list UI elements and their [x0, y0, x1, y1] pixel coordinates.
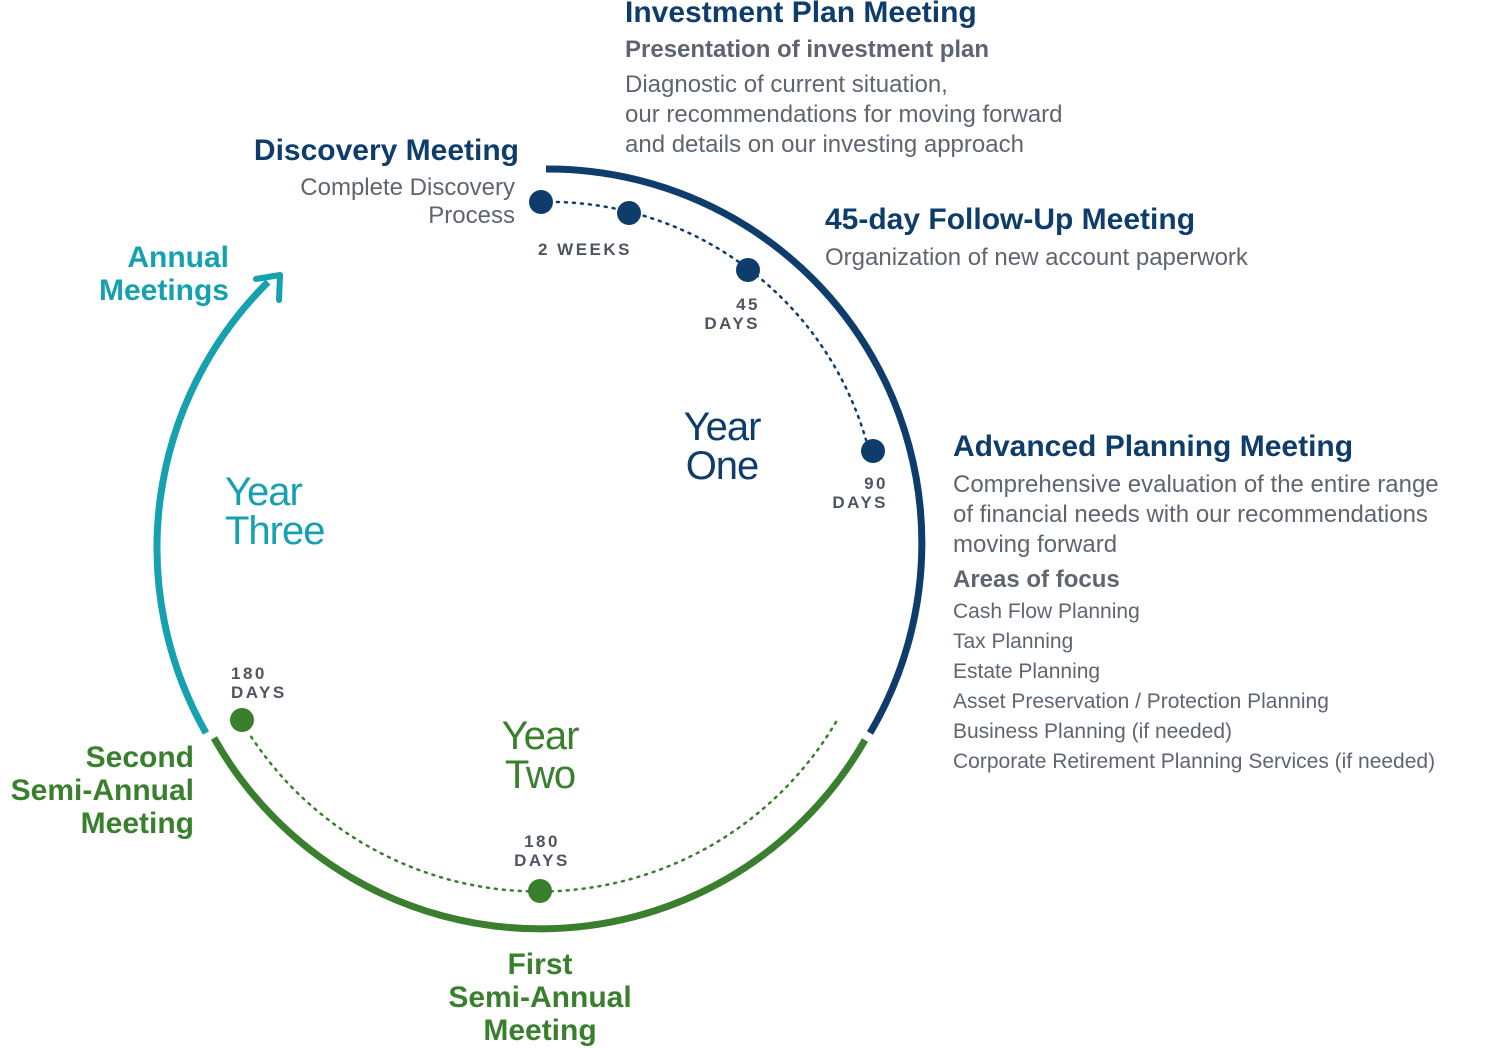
year-three-line: Three	[225, 509, 325, 553]
dot-90-days	[861, 439, 885, 463]
year-one-line: One	[685, 444, 760, 488]
second-semi-annual-line: Semi-Annual	[10, 774, 194, 807]
areas-of-focus-title: Areas of focus	[953, 566, 1120, 593]
focus-area-item: Estate Planning	[953, 660, 1101, 683]
annual-meetings-line: Annual	[127, 241, 229, 274]
dot-two-weeks	[617, 201, 641, 225]
dot-180-days-left	[230, 708, 254, 732]
dot-discovery	[529, 190, 553, 214]
investment-plan-subtitle: Presentation of investment plan	[625, 36, 990, 63]
advanced-planning-detail-line: moving forward	[953, 531, 1118, 558]
milestone-text: 180	[231, 664, 267, 683]
year-two-line: Two	[504, 753, 576, 797]
milestone-text: DAYS	[832, 493, 888, 512]
milestone-text: DAYS	[231, 683, 287, 702]
first-semi-annual-line: First	[507, 948, 573, 981]
year-three-label: Year Three	[225, 470, 325, 553]
discovery-details: Complete Discovery Process	[300, 174, 515, 230]
second-semi-annual-line: Meeting	[80, 807, 194, 840]
annual-meetings-label: Annual Meetings	[99, 241, 229, 307]
dot-45-days	[736, 258, 760, 282]
milestone-45-days: 45 DAYS	[704, 295, 760, 333]
milestone-text: DAYS	[514, 851, 570, 870]
year-two-arc	[210, 736, 869, 933]
first-semi-annual-line: Meeting	[483, 1014, 597, 1047]
follow-up-title: 45-day Follow-Up Meeting	[825, 203, 1196, 236]
milestone-text: DAYS	[704, 314, 760, 333]
focus-area-item: Business Planning (if needed)	[953, 720, 1233, 743]
areas-of-focus-list: Cash Flow Planning Tax Planning Estate P…	[953, 597, 1435, 777]
investment-plan-details: Diagnostic of current situation, our rec…	[625, 70, 1063, 160]
year-one-arc	[545, 165, 926, 735]
annual-meetings-line: Meetings	[98, 274, 229, 307]
first-semi-annual-label: First Semi-Annual Meeting	[420, 948, 660, 1047]
year-two-label: Year Two	[478, 714, 602, 797]
advanced-planning-detail-line: Comprehensive evaluation of the entire r…	[953, 471, 1439, 498]
milestone-90-days: 90 DAYS	[832, 474, 888, 512]
focus-area-item: Corporate Retirement Planning Services (…	[953, 750, 1436, 773]
second-semi-annual-label: Second Semi-Annual Meeting	[11, 741, 194, 840]
investment-plan-title: Investment Plan Meeting	[625, 0, 977, 29]
investment-plan-detail-line: our recommendations for moving forward	[625, 101, 1063, 128]
year-three-arc	[153, 279, 271, 735]
advanced-planning-detail-line: of financial needs with our recommendati…	[953, 501, 1428, 528]
second-semi-annual-line: Second	[85, 741, 194, 774]
milestone-180-days-bottom: 180 DAYS	[500, 832, 584, 870]
investment-plan-detail-line: Diagnostic of current situation,	[625, 71, 948, 98]
milestone-text: 45	[736, 295, 760, 314]
milestone-text: 90	[864, 474, 888, 493]
follow-up-detail: Organization of new account paperwork	[825, 244, 1248, 271]
year-two-line: Year	[501, 714, 580, 758]
year-one-label: Year One	[660, 405, 784, 488]
focus-area-item: Asset Preservation / Protection Planning	[953, 690, 1329, 713]
milestone-text: 180	[524, 832, 560, 851]
discovery-title: Discovery Meeting	[253, 134, 519, 167]
focus-area-item: Cash Flow Planning	[953, 600, 1140, 623]
annual-arrow-icon	[253, 272, 283, 303]
first-semi-annual-line: Semi-Annual	[448, 981, 632, 1014]
focus-area-item: Tax Planning	[953, 630, 1074, 653]
year-two-dotted-path	[248, 720, 838, 893]
milestone-2-weeks: 2 WEEKS	[538, 240, 632, 259]
discovery-detail-line: Process	[428, 202, 515, 229]
year-three-line: Year	[225, 470, 303, 514]
dot-180-days-bottom	[528, 879, 552, 903]
advanced-planning-details: Comprehensive evaluation of the entire r…	[953, 470, 1439, 560]
milestone-text: 2 WEEKS	[538, 240, 633, 259]
milestone-180-days-left: 180 DAYS	[231, 664, 287, 702]
year-one-line: Year	[683, 405, 762, 449]
discovery-detail-line: Complete Discovery	[300, 174, 515, 201]
advanced-planning-title: Advanced Planning Meeting	[953, 430, 1354, 463]
investment-plan-detail-line: and details on our investing approach	[625, 131, 1024, 158]
